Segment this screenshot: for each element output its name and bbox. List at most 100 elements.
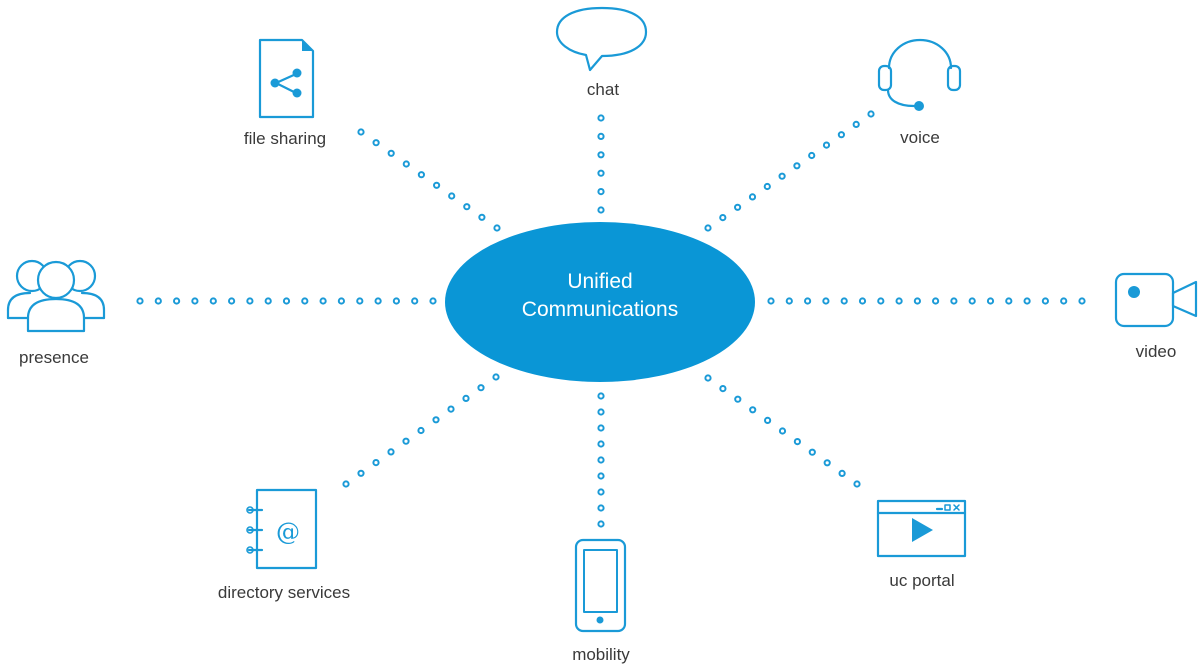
connector-dot [492,373,500,381]
connector-dot [411,297,419,305]
connector-dot [136,297,144,305]
connector-dot [597,408,605,416]
connector-dot [417,426,425,435]
connector-uc-portal [704,374,861,488]
connector-dot [597,114,605,122]
speech-bubble-icon [555,6,648,72]
connector-dot [597,424,605,432]
connector-dot [932,297,940,305]
connector-mobility [597,392,605,528]
connector-dot [372,139,380,147]
connector-dot [282,297,291,305]
connector-dot [838,469,846,477]
connector-dot [785,297,793,305]
connector-file-sharing [357,128,501,232]
connector-dot [357,469,365,477]
label-mobility: mobility [572,645,630,664]
connector-dot [822,297,830,305]
connector-dot [209,297,217,305]
connector-dot [719,385,727,393]
connector-dot [392,297,400,305]
address-book-icon: @ [246,488,318,570]
connector-dot [1023,297,1031,305]
share-document-icon [258,38,315,119]
connector-dot [387,149,395,157]
connector-dot [493,224,501,232]
connector-dot [597,504,605,512]
connector-dot [597,132,605,140]
connector-dot [597,188,605,196]
connector-dot [895,297,903,305]
connector-dot [228,297,236,305]
connector-dot [808,448,816,456]
label-uc-portal: uc portal [889,571,955,590]
connector-dot [913,297,922,305]
connector-dot [704,224,712,232]
label-video: video [1135,342,1177,361]
connector-dot [597,392,605,400]
label-directory-services: directory services [217,583,351,602]
connector-dot [597,488,605,496]
connector-dot [597,169,605,177]
svg-text:@: @ [276,518,300,546]
label-voice: voice [900,128,940,147]
connector-dot [950,297,958,305]
connector-dot [462,394,470,402]
connector-dot [372,459,380,467]
connector-dot [837,131,846,139]
connector-dot [337,297,345,305]
connector-dot [734,395,742,403]
connector-dot [778,427,787,435]
connector-dot [1060,297,1068,305]
connector-dot [597,520,605,528]
connector-dot [763,182,771,191]
connector-dot [793,162,801,170]
connector-dot [417,171,425,179]
connector-dot [1041,297,1050,305]
connector-dot [402,437,410,445]
connector-dot [1078,297,1086,305]
connector-dot [433,181,441,189]
connector-dot [374,297,382,305]
connector-dot [793,438,802,446]
connector-dot [734,203,742,211]
connector-directory-services [342,373,500,488]
connector-dot [719,214,727,222]
connector-dot [749,406,757,414]
connector-dot [342,480,350,488]
hub-title-line1: Unified [567,270,633,293]
connector-dot [877,297,885,305]
connector-dot [968,297,976,305]
connector-dot [356,297,364,305]
connector-dot [357,128,365,136]
connector-dot [1005,297,1013,305]
connector-chat [597,114,605,214]
connector-dot [478,213,486,221]
connector-dot [173,297,181,305]
connector-dot [319,297,327,305]
connector-video [767,297,1086,305]
connector-dot [597,440,605,448]
video-player-window-icon [876,499,967,558]
hub-title-line2: Communications [521,298,679,321]
connector-dot [597,206,605,214]
connector-dot [823,459,831,467]
connector-dot [840,297,848,305]
connector-dot [432,416,440,424]
label-file-sharing: file sharing [243,129,327,148]
connector-dot [704,374,712,382]
connector-dot [154,297,162,305]
connector-dot [804,297,812,305]
connector-dot [764,416,772,424]
connector-dot [767,297,775,305]
connector-dot [858,297,867,305]
connector-dot [822,141,831,149]
connector-dot [387,448,395,456]
connector-voice [704,110,875,232]
connector-dot [597,151,605,159]
connector-dot [301,297,309,305]
connector-presence [136,297,437,305]
connector-dot [986,297,995,305]
connector-dot [778,172,786,180]
people-group-icon [6,259,106,333]
